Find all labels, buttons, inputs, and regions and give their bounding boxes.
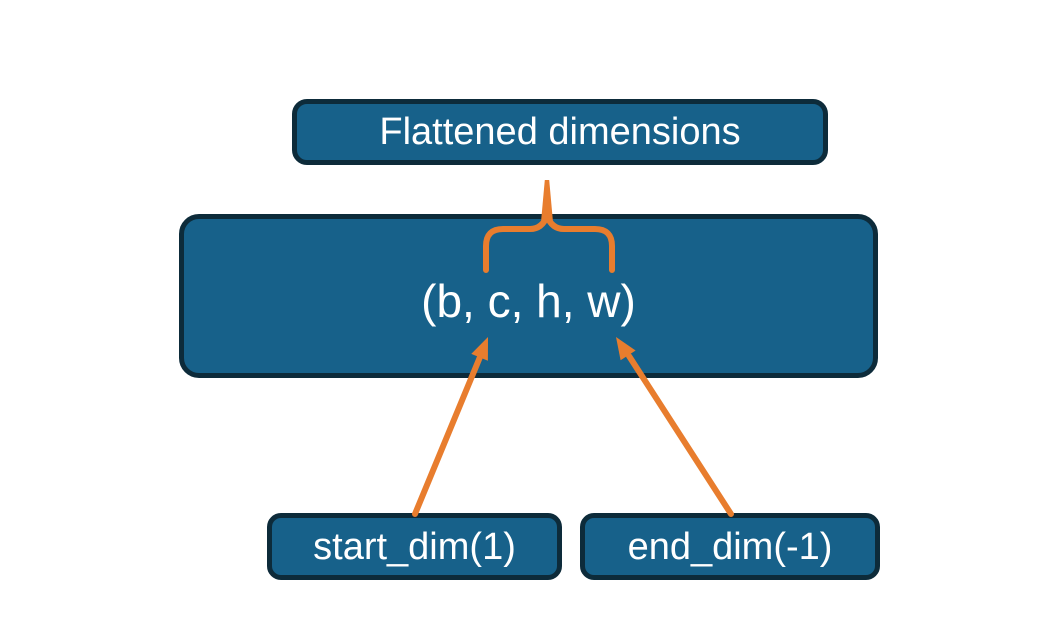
node-tensor-shape: (b, c, h, w) bbox=[179, 214, 878, 378]
node-end-dim: end_dim(-1) bbox=[580, 513, 880, 580]
node-start-dim: start_dim(1) bbox=[267, 513, 562, 580]
end-dim-label: end_dim(-1) bbox=[627, 525, 833, 568]
start-dim-arrow-line bbox=[412, 354, 483, 517]
flattened-dimensions-label: Flattened dimensions bbox=[379, 111, 741, 153]
end-dim-arrow-line bbox=[626, 353, 734, 517]
node-flattened-dimensions: Flattened dimensions bbox=[292, 99, 828, 165]
start-dim-label: start_dim(1) bbox=[313, 525, 516, 568]
tensor-shape-label: (b, c, h, w) bbox=[421, 275, 636, 327]
